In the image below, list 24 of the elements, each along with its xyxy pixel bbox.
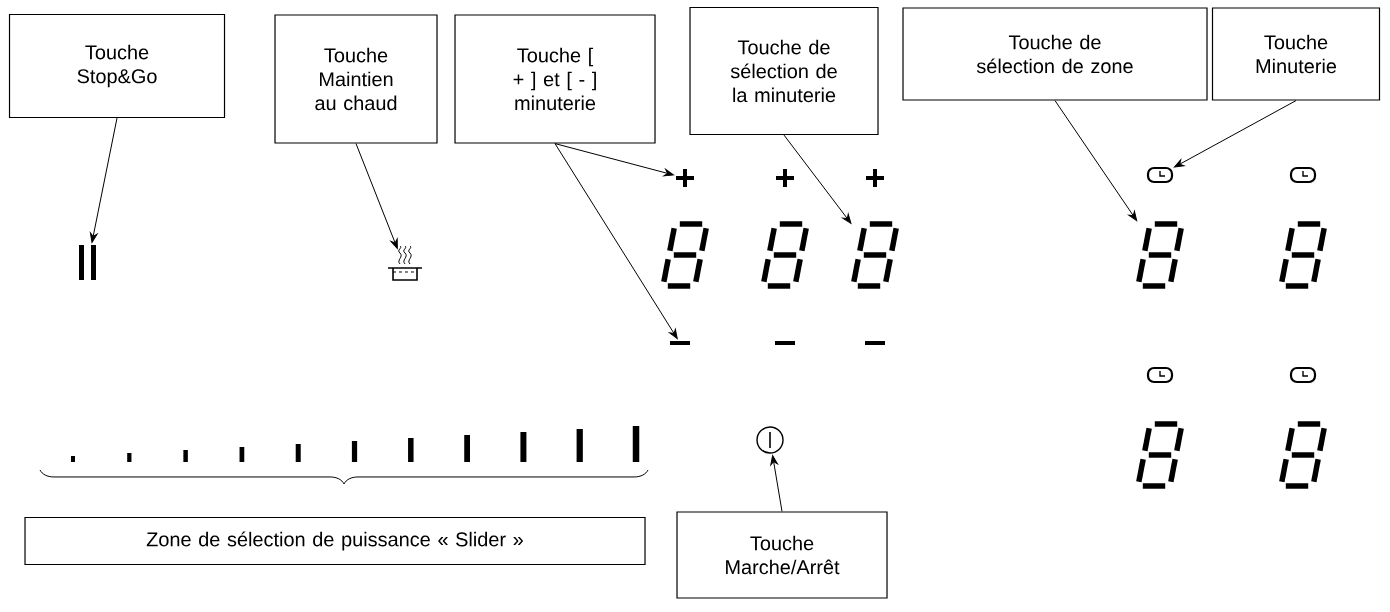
arrow [89, 117, 118, 243]
label-box: Zone de sélection de puissance « Slider » [24, 516, 646, 566]
label-box: Touche Maintien au chaud [274, 14, 438, 144]
arrow [783, 134, 852, 224]
arrow [1173, 100, 1297, 168]
arrow [554, 143, 674, 177]
power-icon [756, 426, 784, 454]
arrow [770, 455, 783, 512]
pause-icon [79, 245, 96, 280]
label-box: Touche [ + ] et [ - ] minuterie [454, 14, 656, 144]
timer-icon [1146, 166, 1174, 184]
arrow [355, 143, 398, 249]
digit-display [1136, 221, 1184, 289]
label-box: Touche de sélection de zone [902, 7, 1208, 101]
label-box: Touche de sélection de la minuterie [689, 6, 879, 136]
arrow [554, 143, 678, 340]
minus-sign [670, 341, 690, 345]
arrow [1054, 100, 1138, 222]
label-box: Touche Marche/Arrêt [676, 511, 888, 599]
label-box: Touche Minuterie [1211, 7, 1381, 101]
label-box: Touche Stop&Go [8, 13, 226, 119]
digit-display [851, 221, 899, 289]
plus-sign [676, 169, 694, 187]
keep-warm-icon [387, 245, 423, 281]
